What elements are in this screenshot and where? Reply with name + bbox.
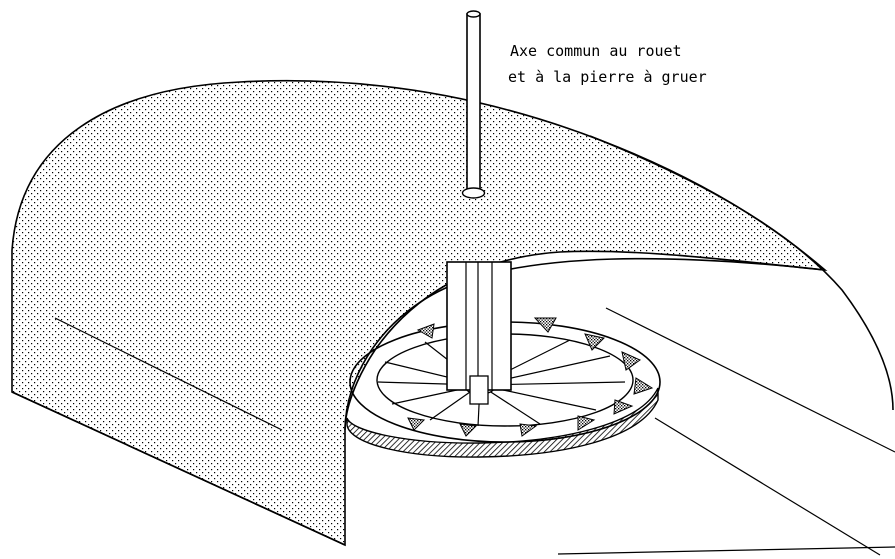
vault-front-edge <box>11 391 346 546</box>
top-axle-collar <box>461 187 486 199</box>
inner-shaft <box>446 261 512 405</box>
top-axle-rod <box>466 13 481 197</box>
annotation-line-1: Axe commun au rouet <box>510 42 682 60</box>
top-axle <box>461 10 486 199</box>
axle-annotation: Axe commun au rouet et à la pierre à gru… <box>508 42 707 86</box>
wheel-paddles <box>407 317 654 437</box>
water-channel <box>557 307 895 556</box>
channel-line-1 <box>605 307 895 453</box>
annotation-line-2: et à la pierre à gruer <box>508 68 707 86</box>
inner-shaft-base <box>469 375 489 405</box>
top-axle-cap <box>466 10 481 18</box>
vault-inner-line-left <box>54 317 283 431</box>
vault-surface <box>11 79 828 547</box>
inner-shaft-body <box>446 261 512 391</box>
channel-line-3 <box>557 546 895 555</box>
wheel-rim-underside <box>346 387 659 458</box>
channel-line-2 <box>654 417 881 556</box>
